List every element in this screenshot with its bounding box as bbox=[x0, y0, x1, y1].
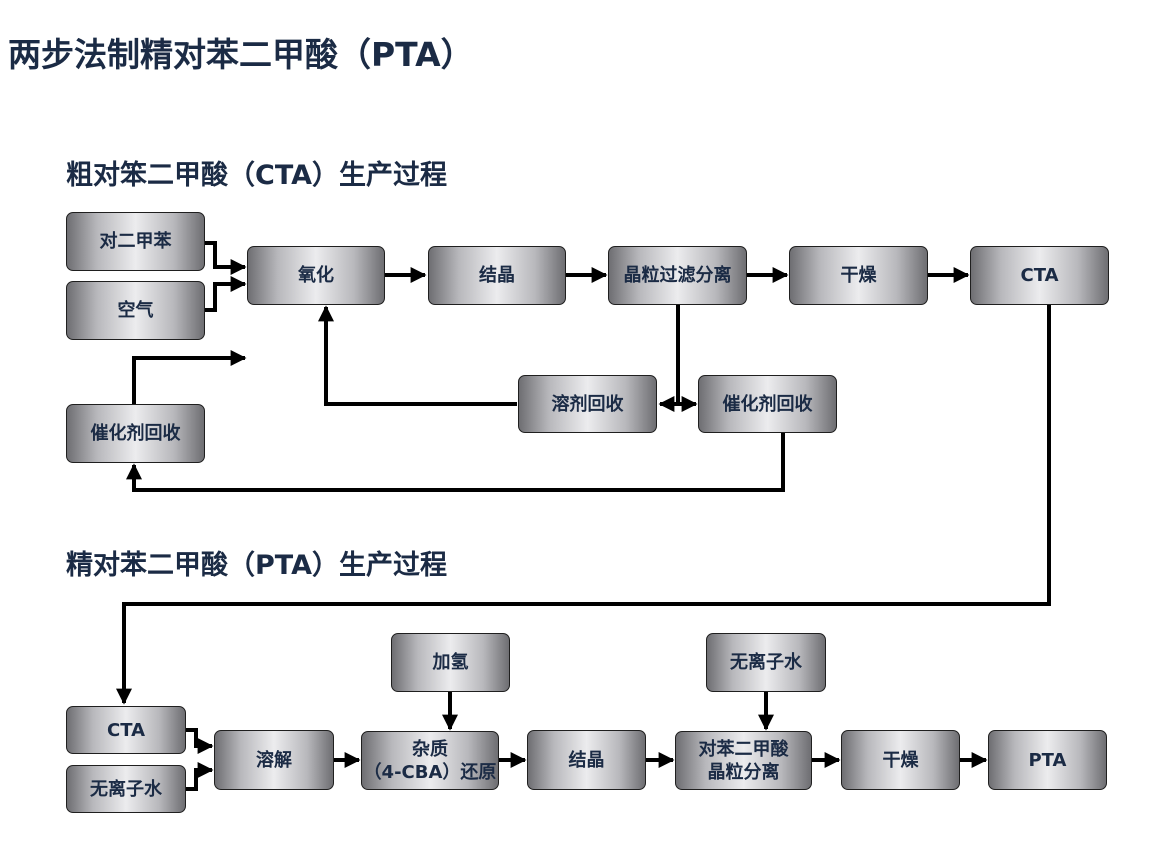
box-pta-output: PTA bbox=[988, 730, 1107, 790]
box-deionized-water-left: 无离子水 bbox=[66, 765, 186, 813]
box-pta-crystal-separation: 对苯二甲酸 晶粒分离 bbox=[675, 731, 812, 790]
box-cta-output: CTA bbox=[970, 246, 1109, 305]
cta-section-title: 粗对笨二甲酸（CTA）生产过程 bbox=[66, 160, 448, 191]
box-deionized-water-top: 无离子水 bbox=[706, 633, 826, 692]
pta-section-title: 精对苯二甲酸（PTA）生产过程 bbox=[66, 550, 448, 581]
arrow-water-to-dissolution bbox=[186, 762, 214, 791]
box-crystallization-cta: 结晶 bbox=[428, 246, 566, 305]
box-solvent-recovery: 溶剂回收 bbox=[518, 375, 657, 433]
box-catalyst-recovery-left-label: 催化剂回收 bbox=[90, 423, 181, 444]
box-catalyst-recovery-right-label: 催化剂回收 bbox=[722, 393, 813, 415]
box-oxidation-label: 氧化 bbox=[298, 265, 334, 286]
box-air-label: 空气 bbox=[117, 300, 154, 321]
arrow-solvent-recovery-to-oxidation bbox=[318, 305, 517, 406]
box-solvent-recovery-label: 溶剂回收 bbox=[551, 393, 624, 415]
arrow-air-to-oxidation bbox=[205, 276, 247, 312]
box-crystal-filtration: 晶粒过滤分离 bbox=[608, 246, 747, 305]
box-impurity-reduction-line1: 杂质 bbox=[412, 738, 448, 760]
box-dissolution-label: 溶解 bbox=[256, 749, 292, 771]
box-oxidation: 氧化 bbox=[247, 246, 385, 305]
box-air: 空气 bbox=[66, 281, 205, 340]
arrow-cta-to-dissolution bbox=[186, 728, 214, 754]
box-catalyst-recovery-left: 催化剂回收 bbox=[66, 404, 205, 463]
box-impurity-reduction: 杂质 （4-CBA）还原 bbox=[361, 731, 499, 790]
box-pta-crystal-separation-line1: 对苯二甲酸 bbox=[698, 738, 789, 760]
box-dissolution: 溶解 bbox=[214, 730, 334, 790]
box-cta-input-label: CTA bbox=[106, 719, 146, 741]
box-drying-pta: 干燥 bbox=[841, 730, 960, 790]
box-deionized-water-top-label: 无离子水 bbox=[730, 652, 802, 673]
box-crystallization-cta-label: 结晶 bbox=[479, 265, 515, 286]
arrow-paraxylene-to-oxidation bbox=[205, 241, 247, 275]
box-catalyst-recovery-right: 催化剂回收 bbox=[698, 375, 837, 433]
box-paraxylene: 对二甲苯 bbox=[66, 212, 205, 271]
box-pta-output-label: PTA bbox=[1028, 749, 1067, 771]
arrow-catalyst-recovery-to-left bbox=[126, 433, 785, 492]
box-drying-pta-label: 干燥 bbox=[882, 749, 919, 771]
box-crystallization-pta-label: 结晶 bbox=[568, 749, 605, 771]
box-crystal-filtration-label: 晶粒过滤分离 bbox=[623, 265, 732, 286]
box-hydrogenation-label: 加氢 bbox=[432, 652, 469, 673]
box-drying-cta-label: 干燥 bbox=[840, 265, 877, 286]
box-pta-crystal-separation-line2: 晶粒分离 bbox=[707, 761, 780, 783]
arrow-catalyst-recovery-out bbox=[132, 350, 247, 404]
arrow-filtration-to-recovery bbox=[658, 305, 680, 412]
page-title: 两步法制精对苯二甲酸（PTA） bbox=[8, 35, 474, 74]
box-deionized-water-left-label: 无离子水 bbox=[90, 778, 162, 800]
box-hydrogenation: 加氢 bbox=[391, 633, 510, 692]
box-paraxylene-label: 对二甲苯 bbox=[99, 231, 172, 252]
box-drying-cta: 干燥 bbox=[789, 246, 928, 305]
box-cta-input: CTA bbox=[66, 706, 186, 754]
line-cta-to-pta-section bbox=[116, 305, 1051, 705]
box-impurity-reduction-line2: （4-CBA）还原 bbox=[363, 761, 497, 783]
box-crystallization-pta: 结晶 bbox=[527, 730, 646, 790]
box-cta-output-label: CTA bbox=[1020, 265, 1059, 286]
